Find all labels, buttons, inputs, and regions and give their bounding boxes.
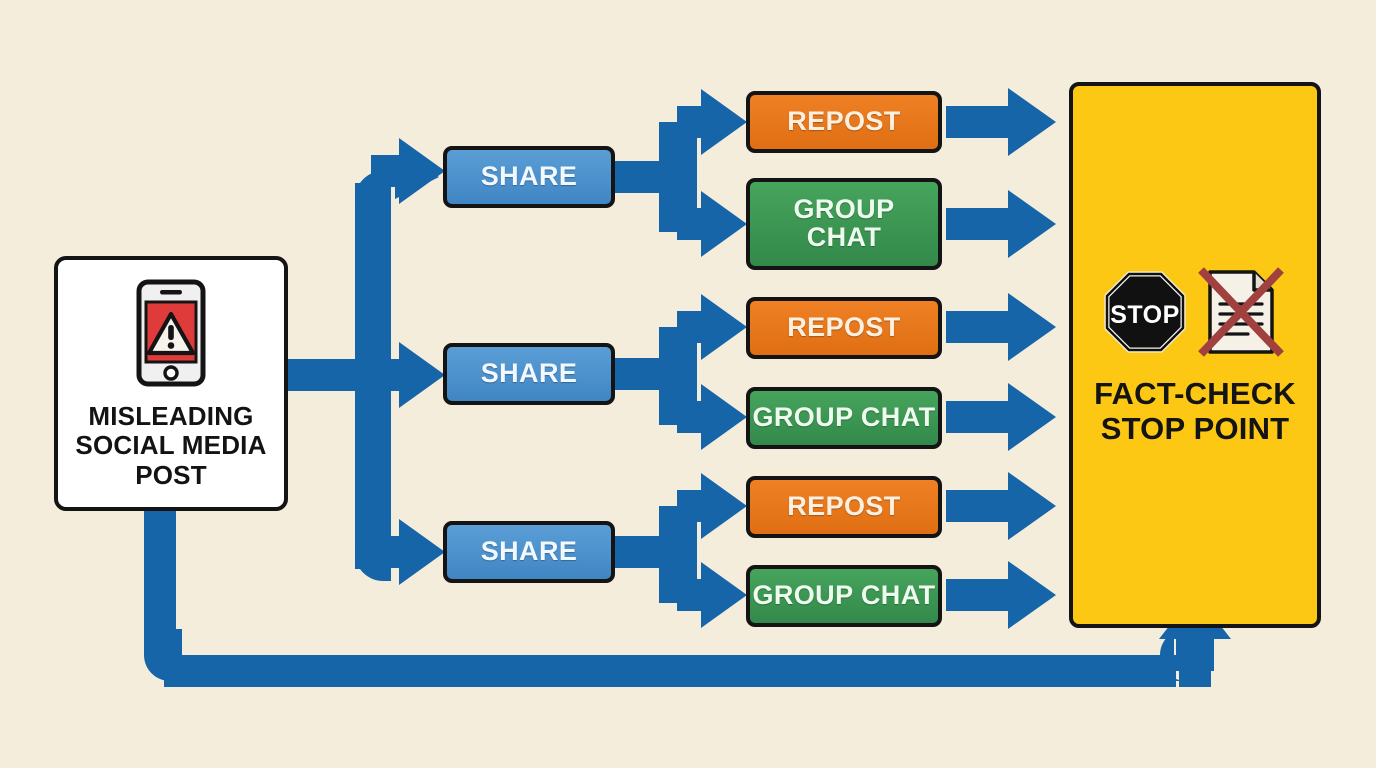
connector-to-terminal bbox=[946, 88, 1056, 629]
svg-text:STOP: STOP bbox=[1110, 301, 1180, 329]
group-chat-node-2-label: GROUP CHAT bbox=[752, 402, 936, 433]
share-node-1[interactable]: SHARE bbox=[443, 146, 615, 208]
group-chat-node-3-label: GROUP CHAT bbox=[752, 580, 936, 611]
repost-node-2[interactable]: REPOST bbox=[746, 297, 942, 359]
connector-spine-to-share-3 bbox=[371, 519, 445, 585]
share-node-2[interactable]: SHARE bbox=[443, 343, 615, 405]
repost-node-3[interactable]: REPOST bbox=[746, 476, 942, 538]
stop-sign-icon: STOP bbox=[1104, 271, 1186, 358]
share-node-1-label: SHARE bbox=[480, 161, 578, 192]
splitter-branch-3 bbox=[613, 473, 747, 628]
connector-spine-to-share-2 bbox=[371, 342, 445, 408]
splitter-branch-1 bbox=[613, 89, 747, 257]
group-chat-node-2[interactable]: GROUP CHAT bbox=[746, 387, 942, 449]
repost-node-1[interactable]: REPOST bbox=[746, 91, 942, 153]
connector-spine-to-share-1 bbox=[371, 138, 445, 204]
crossed-out-document-icon bbox=[1196, 266, 1286, 363]
terminal-icon-group: STOP bbox=[1104, 266, 1286, 363]
repost-node-2-label: REPOST bbox=[787, 312, 901, 343]
phone-warning-icon bbox=[135, 279, 207, 392]
share-node-3-label: SHARE bbox=[480, 536, 578, 567]
group-chat-node-3[interactable]: GROUP CHAT bbox=[746, 565, 942, 627]
share-node-2-label: SHARE bbox=[480, 358, 578, 389]
repost-node-1-label: REPOST bbox=[787, 106, 901, 137]
splitter-branch-2 bbox=[613, 294, 747, 450]
share-node-3[interactable]: SHARE bbox=[443, 521, 615, 583]
repost-node-3-label: REPOST bbox=[787, 491, 901, 522]
terminal-node-fact-check-stop-point[interactable]: STOP bbox=[1069, 82, 1321, 628]
